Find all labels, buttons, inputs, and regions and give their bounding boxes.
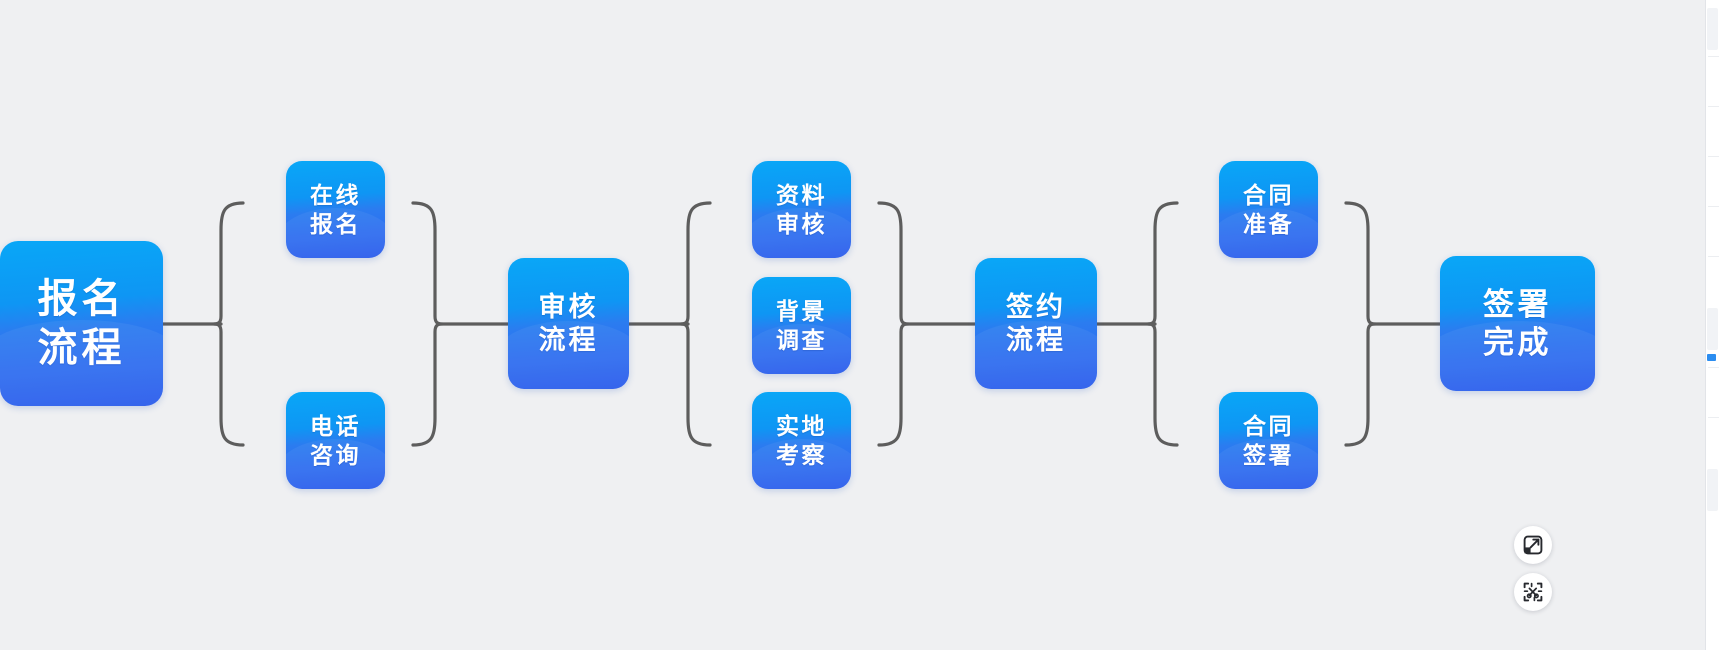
panel-item[interactable]	[1708, 106, 1719, 150]
panel-item[interactable]	[1708, 256, 1719, 300]
panel-item[interactable]	[1707, 308, 1718, 350]
node-label-line2: 考察	[776, 441, 827, 468]
screenshot-crop-scissors-icon	[1523, 582, 1543, 602]
node-site-inspection[interactable]: 实地 考察	[752, 392, 851, 489]
brace-right-group2	[877, 201, 910, 447]
node-label-line1: 背景	[776, 298, 827, 325]
node-online-registration[interactable]: 在线 报名	[286, 161, 385, 258]
node-review-process[interactable]: 审核 流程	[508, 258, 629, 389]
node-contract-signing[interactable]: 合同 签署	[1219, 392, 1318, 489]
panel-item[interactable]	[1707, 8, 1718, 50]
node-root-registration-process[interactable]: 报名 流程	[0, 241, 163, 406]
node-label-line1: 在线	[310, 182, 361, 209]
node-label-line1: 审核	[538, 291, 599, 322]
panel-item[interactable]	[1708, 206, 1719, 250]
node-label-line1: 签署	[1483, 286, 1552, 322]
node-label-line1: 资料	[776, 182, 827, 209]
brace-left-group1	[212, 201, 245, 447]
node-label-line1: 电话	[310, 413, 361, 440]
right-side-panel-sliver[interactable]	[1705, 0, 1719, 650]
node-label-line1: 合同	[1243, 413, 1294, 440]
node-signing-complete[interactable]: 签署 完成	[1440, 256, 1595, 391]
panel-item[interactable]	[1708, 367, 1719, 411]
node-label-line2: 调查	[776, 326, 827, 353]
panel-item[interactable]	[1707, 469, 1718, 511]
node-label-line2: 流程	[37, 325, 126, 370]
node-label-line1: 报名	[37, 276, 126, 321]
node-label-line2: 报名	[310, 210, 361, 237]
node-label-line1: 合同	[1243, 182, 1294, 209]
brace-right-group3	[1344, 201, 1377, 447]
node-phone-consultation[interactable]: 电话 咨询	[286, 392, 385, 489]
node-label-line2: 签署	[1243, 441, 1294, 468]
node-document-review[interactable]: 资料 审核	[752, 161, 851, 258]
node-contract-preparation[interactable]: 合同 准备	[1219, 161, 1318, 258]
fullscreen-button[interactable]	[1514, 526, 1552, 564]
brace-left-group3	[1146, 201, 1179, 447]
node-label-line2: 审核	[776, 210, 827, 237]
node-signing-process[interactable]: 签约 流程	[975, 258, 1097, 389]
panel-accent-marker	[1707, 354, 1716, 361]
node-label-line2: 流程	[1006, 324, 1066, 355]
node-label-line2: 流程	[538, 324, 599, 355]
node-label-line1: 实地	[776, 413, 827, 440]
node-background-investigation[interactable]: 背景 调查	[752, 277, 851, 374]
node-label-line1: 签约	[1006, 291, 1066, 322]
brace-right-group1	[411, 201, 444, 447]
brace-left-group2	[679, 201, 712, 447]
screenshot-capture-button[interactable]	[1514, 573, 1552, 611]
panel-item[interactable]	[1708, 417, 1719, 461]
panel-item[interactable]	[1708, 156, 1719, 200]
fullscreen-expand-icon	[1523, 535, 1543, 555]
node-label-line2: 准备	[1243, 210, 1294, 237]
panel-item[interactable]	[1708, 56, 1719, 100]
node-label-line2: 咨询	[310, 441, 361, 468]
node-label-line2: 完成	[1483, 324, 1552, 360]
